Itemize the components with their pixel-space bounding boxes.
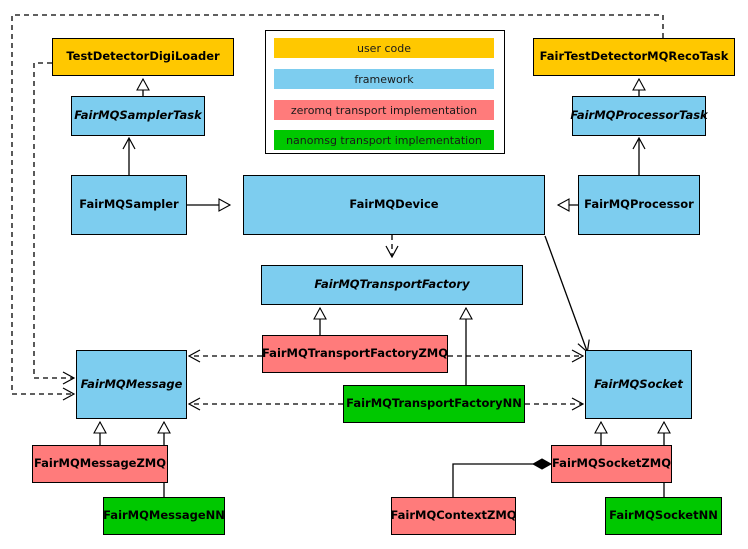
legend-item-zeromq: zeromq transport implementation (274, 100, 494, 120)
legend-item-label: framework (354, 72, 414, 86)
class-node-label: FairMQMessage (80, 376, 183, 391)
class-node-fairmqprocessortask[interactable]: FairMQProcessorTask (570, 96, 708, 136)
class-node-fairmqsampler[interactable]: FairMQSampler (71, 175, 187, 235)
legend-item-label: zeromq transport implementation (290, 103, 478, 117)
class-node-fairmqsocketnn[interactable]: FairMQSocketNN (605, 497, 722, 535)
edge-contextzmq-socketzmq (452, 464, 551, 497)
class-node-label: FairTestDetectorMQRecoTask (539, 49, 729, 64)
class-node-fairmqtransportfactoryzmq[interactable]: FairMQTransportFactoryZMQ (262, 335, 448, 373)
legend-item-nanomsg: nanomsg transport implementation (274, 130, 494, 150)
class-node-fairmqprocessor[interactable]: FairMQProcessor (578, 175, 700, 235)
class-node-fairmqsocketzmq[interactable]: FairMQSocketZMQ (551, 445, 672, 483)
class-node-label: FairMQProcessorTask (570, 108, 708, 123)
legend-item-label: nanomsg transport implementation (286, 133, 482, 147)
class-node-label: FairMQSampler (79, 197, 179, 212)
legend-panel: user code framework zeromq transport imp… (265, 30, 505, 154)
class-node-label: FairMQSocket (594, 376, 683, 391)
class-node-label: FairMQSocketNN (609, 508, 718, 523)
class-node-label: FairMQTransportFactoryZMQ (262, 346, 449, 361)
class-node-label: TestDetectorDigiLoader (66, 49, 220, 64)
class-node-label: FairMQMessageZMQ (33, 456, 167, 471)
class-node-label: FairMQTransportFactory (314, 277, 470, 292)
class-node-label: FairMQSocketZMQ (552, 456, 671, 471)
class-node-fairmqtransportfactorynn[interactable]: FairMQTransportFactoryNN (343, 385, 525, 423)
class-node-fairmqcontextzmq[interactable]: FairMQContextZMQ (390, 497, 517, 535)
class-node-testdetectordigiloader[interactable]: TestDetectorDigiLoader (52, 38, 234, 76)
class-node-fairmqtransportfactory[interactable]: FairMQTransportFactory (261, 265, 523, 305)
class-node-fairmqmessage[interactable]: FairMQMessage (76, 350, 187, 419)
edge-device-socket (544, 235, 587, 351)
class-node-fairmqmessagezmq[interactable]: FairMQMessageZMQ (32, 445, 168, 483)
class-node-fairmqsocket[interactable]: FairMQSocket (585, 350, 692, 419)
legend-item-framework: framework (274, 69, 494, 89)
class-node-label: FairMQContextZMQ (390, 508, 517, 523)
class-node-label: FairMQSamplerTask (74, 108, 202, 123)
class-node-label: FairMQProcessor (584, 197, 694, 212)
class-node-fairmqsamplertask[interactable]: FairMQSamplerTask (71, 96, 205, 136)
class-node-label: FairMQMessageNN (103, 508, 225, 523)
legend-item-label: user code (356, 41, 412, 55)
class-node-label: FairMQDevice (349, 197, 439, 212)
edge-digiloader-message (33, 62, 73, 378)
class-node-label: FairMQTransportFactoryNN (346, 396, 522, 411)
legend-item-user-code: user code (274, 38, 494, 58)
class-node-fairmqmessagenn[interactable]: FairMQMessageNN (103, 497, 225, 535)
class-node-fairtestdetectormqrecotask[interactable]: FairTestDetectorMQRecoTask (533, 38, 735, 76)
class-node-fairmqdevice[interactable]: FairMQDevice (243, 175, 545, 235)
